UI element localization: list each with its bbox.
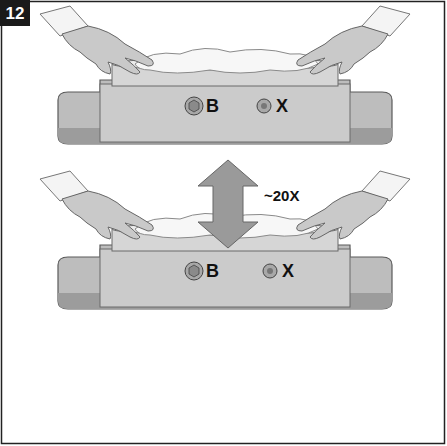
ports-top bbox=[185, 97, 271, 115]
port-label: X bbox=[282, 262, 294, 280]
cycle-count: ~20X bbox=[264, 188, 299, 203]
port-label: B bbox=[206, 262, 219, 280]
ports-bottom bbox=[185, 262, 277, 280]
double-arrow bbox=[198, 160, 258, 248]
port-label: B bbox=[206, 97, 219, 115]
port-label: X bbox=[276, 97, 288, 115]
top-unit bbox=[40, 6, 410, 144]
figure-number: 12 bbox=[0, 0, 30, 26]
